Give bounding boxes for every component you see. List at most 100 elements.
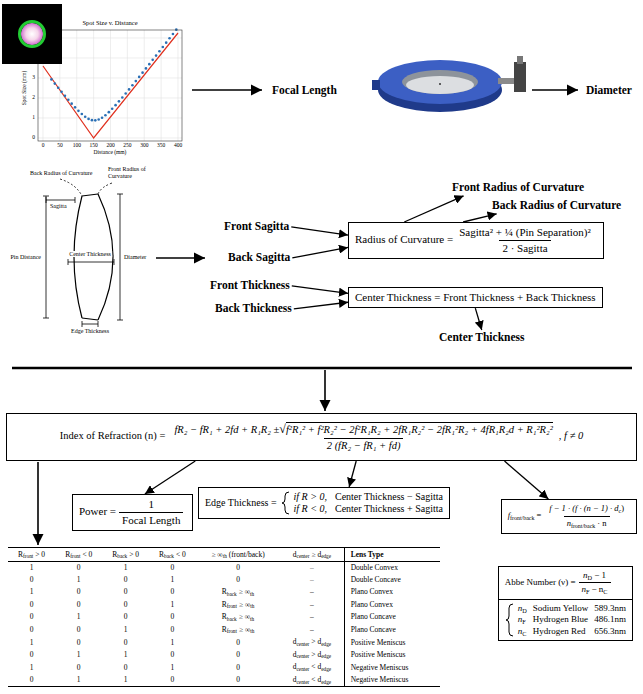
abbe-heading: Abbe Number (ν) =nD− 1nF− nC	[499, 567, 632, 600]
data-point	[91, 119, 94, 122]
label-text: 1	[30, 587, 34, 596]
table-cell: Double Convex	[344, 561, 440, 574]
table-row: 1000Rback≥ ∞th–Plano Convex	[8, 586, 440, 599]
table-cell: 0	[196, 574, 280, 586]
table-cell: 1	[8, 636, 55, 649]
table-row: 01010–Double Concave	[8, 574, 440, 586]
data-point	[87, 118, 90, 121]
connector	[404, 196, 463, 222]
table-row: 10010dcenter> dedgePositive Meniscus	[8, 636, 440, 649]
formula-box: Edge Thickness =if R > 0,Center Thicknes…	[198, 487, 450, 519]
table-cell: 0	[55, 586, 102, 599]
node-text: Sagitta² + ¼ (Pin Separation)²	[459, 226, 591, 238]
formula-box: ffront/back=f − 1 · (f · (n − 1) · dc)nf…	[501, 499, 637, 534]
label-text: –	[310, 612, 314, 621]
label-text: > 0	[129, 550, 139, 559]
label-text: center	[297, 666, 310, 672]
node-text: Edge Thickness =	[205, 497, 277, 509]
label-text: 1	[124, 563, 128, 572]
label-text: 0	[236, 663, 240, 672]
spot-ring	[20, 22, 45, 47]
label-text: Positive Meniscus	[351, 650, 406, 659]
table-cell: Rfront> 0	[8, 548, 55, 562]
table-cell: 1	[102, 623, 149, 636]
label-text: 1	[77, 612, 81, 621]
label-text: 0	[236, 650, 240, 659]
label-text: 1	[30, 663, 34, 672]
table-cell: 0	[102, 661, 149, 674]
table-cell: Positive Meniscus	[344, 648, 440, 661]
table-cell: 0	[196, 674, 280, 687]
numerator: Sagitta² + ¼ (Pin Separation)²	[456, 226, 594, 240]
label-text: 0	[171, 650, 175, 659]
radius-arc	[60, 179, 82, 196]
label-text: Negative Meniscus	[351, 675, 409, 684]
node-text: n	[583, 570, 588, 580]
label-text: edge	[321, 641, 331, 647]
label-text: 0	[30, 612, 34, 621]
grid-line	[127, 30, 128, 141]
mount-hole	[406, 76, 474, 94]
pin-bracket	[43, 196, 49, 318]
label-text: Spot Size v. Distance	[82, 20, 137, 27]
grid-line	[93, 30, 94, 141]
connector	[294, 302, 348, 309]
label-text: front	[23, 553, 33, 559]
table-cell: –	[280, 623, 344, 636]
arrow	[156, 257, 205, 259]
label-text: Lens Type	[351, 550, 384, 559]
label-text: 0	[30, 600, 34, 609]
label-text: edge	[321, 553, 331, 559]
data-point	[128, 88, 131, 91]
mount-hole	[402, 70, 478, 94]
numerator: 1	[145, 498, 157, 512]
text-group: nD	[518, 603, 527, 614]
label-text: 350	[157, 143, 165, 149]
label-text: 1	[77, 575, 81, 584]
data-point	[67, 99, 70, 102]
node-text: n	[518, 603, 523, 613]
label-text: 0	[77, 563, 81, 572]
data-point	[50, 78, 53, 81]
table-row: 0100Rback≥ ∞th–Plano Concave	[8, 611, 440, 624]
label-text: 0	[171, 625, 175, 634]
label-text: 1	[30, 563, 34, 572]
node-text: D	[588, 574, 593, 581]
table-cell: 1	[55, 574, 102, 586]
label-text: ≥ d	[311, 550, 321, 559]
data-point	[111, 107, 114, 110]
table: Rfront> 0Rfront< 0Rback> 0Rback< 0≥ ∞th(…	[8, 547, 440, 687]
label-text: d	[293, 675, 297, 684]
label-text: 0	[77, 600, 81, 609]
table-cell: Rback> 0	[102, 548, 149, 562]
node-text: Hydrogen Red	[533, 626, 589, 637]
quantity-label: Center Thickness	[437, 330, 527, 346]
label-text: Sagitta	[50, 203, 67, 209]
label-text: Center Thickness	[68, 251, 112, 257]
fraction: fR₂ − fR₁ + 2fd + R₁R₂ ±√f²R₁² + f²R₂² −…	[171, 422, 555, 452]
node-text: Abbe Number (ν) =	[505, 577, 576, 587]
label-text: R	[222, 612, 227, 621]
label-text: center	[297, 653, 310, 659]
denominator: nF− nC	[579, 582, 611, 595]
connector	[292, 247, 348, 257]
label-text: center	[297, 641, 310, 647]
node-text: √	[279, 422, 286, 436]
denominator: nfront/back· n	[564, 516, 610, 530]
label-text: 0	[124, 612, 128, 621]
label-text: Distance (mm)	[94, 150, 127, 156]
table-cell: 1	[102, 561, 149, 574]
table-cell: 1	[149, 636, 196, 649]
connector	[475, 308, 481, 330]
label-text: th	[250, 616, 254, 622]
node-text: Focal Length	[272, 84, 337, 96]
connector	[504, 461, 548, 499]
spot-image	[21, 23, 43, 45]
table-cell: 0	[8, 611, 55, 624]
table-cell: 0	[8, 623, 55, 636]
table-cell: 0	[8, 574, 55, 586]
table-cell: 1	[8, 661, 55, 674]
label-text: 0	[124, 638, 128, 647]
label-text: –	[310, 600, 314, 609]
table-cell: 1	[102, 674, 149, 687]
